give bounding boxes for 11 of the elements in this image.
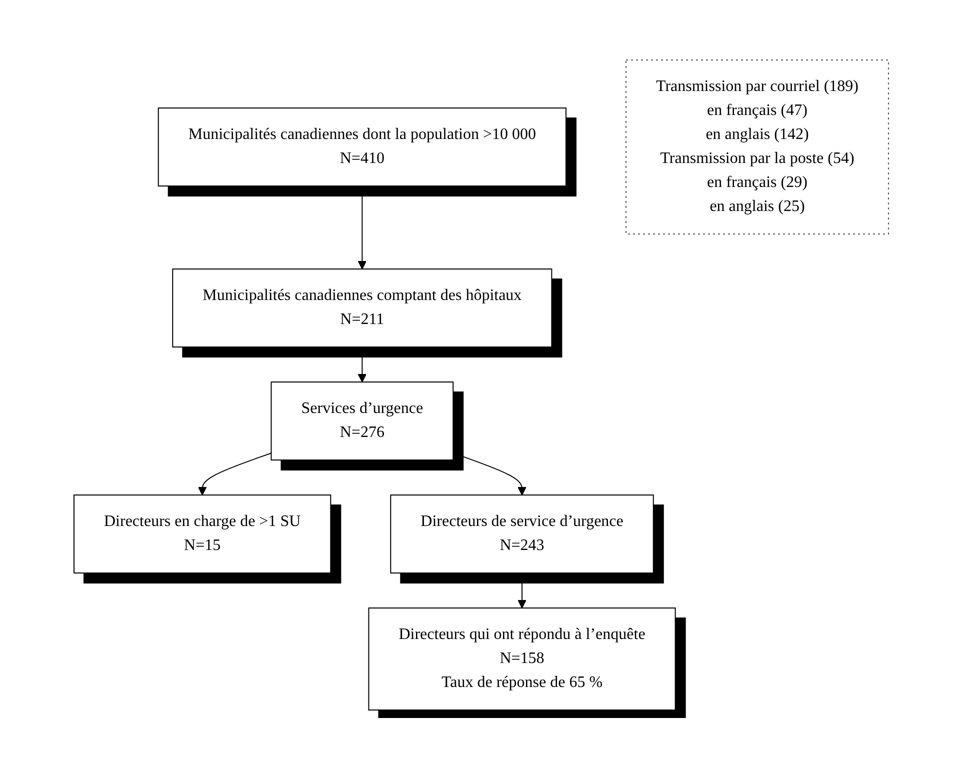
arrow [358, 346, 366, 382]
node-box: Services d’urgence N=276 [270, 381, 454, 460]
arrow [198, 452, 272, 495]
node-box: Directeurs de service d’urgence N=243 [390, 494, 654, 573]
node-box: Municipalités canadiennes comptant des hôpitaux N=211 [172, 268, 552, 347]
arrow [358, 185, 366, 269]
node-box: Directeurs qui ont répondu à l’enquête N=158 Taux de réponse de 65 % [368, 607, 676, 710]
node-box: Directeurs en charge de >1 SU N=15 [73, 494, 331, 573]
arrow [517, 572, 526, 608]
node-box: Municipalités canadiennes dont la population >10 000 N=410 [158, 107, 566, 186]
arrow [452, 452, 526, 495]
